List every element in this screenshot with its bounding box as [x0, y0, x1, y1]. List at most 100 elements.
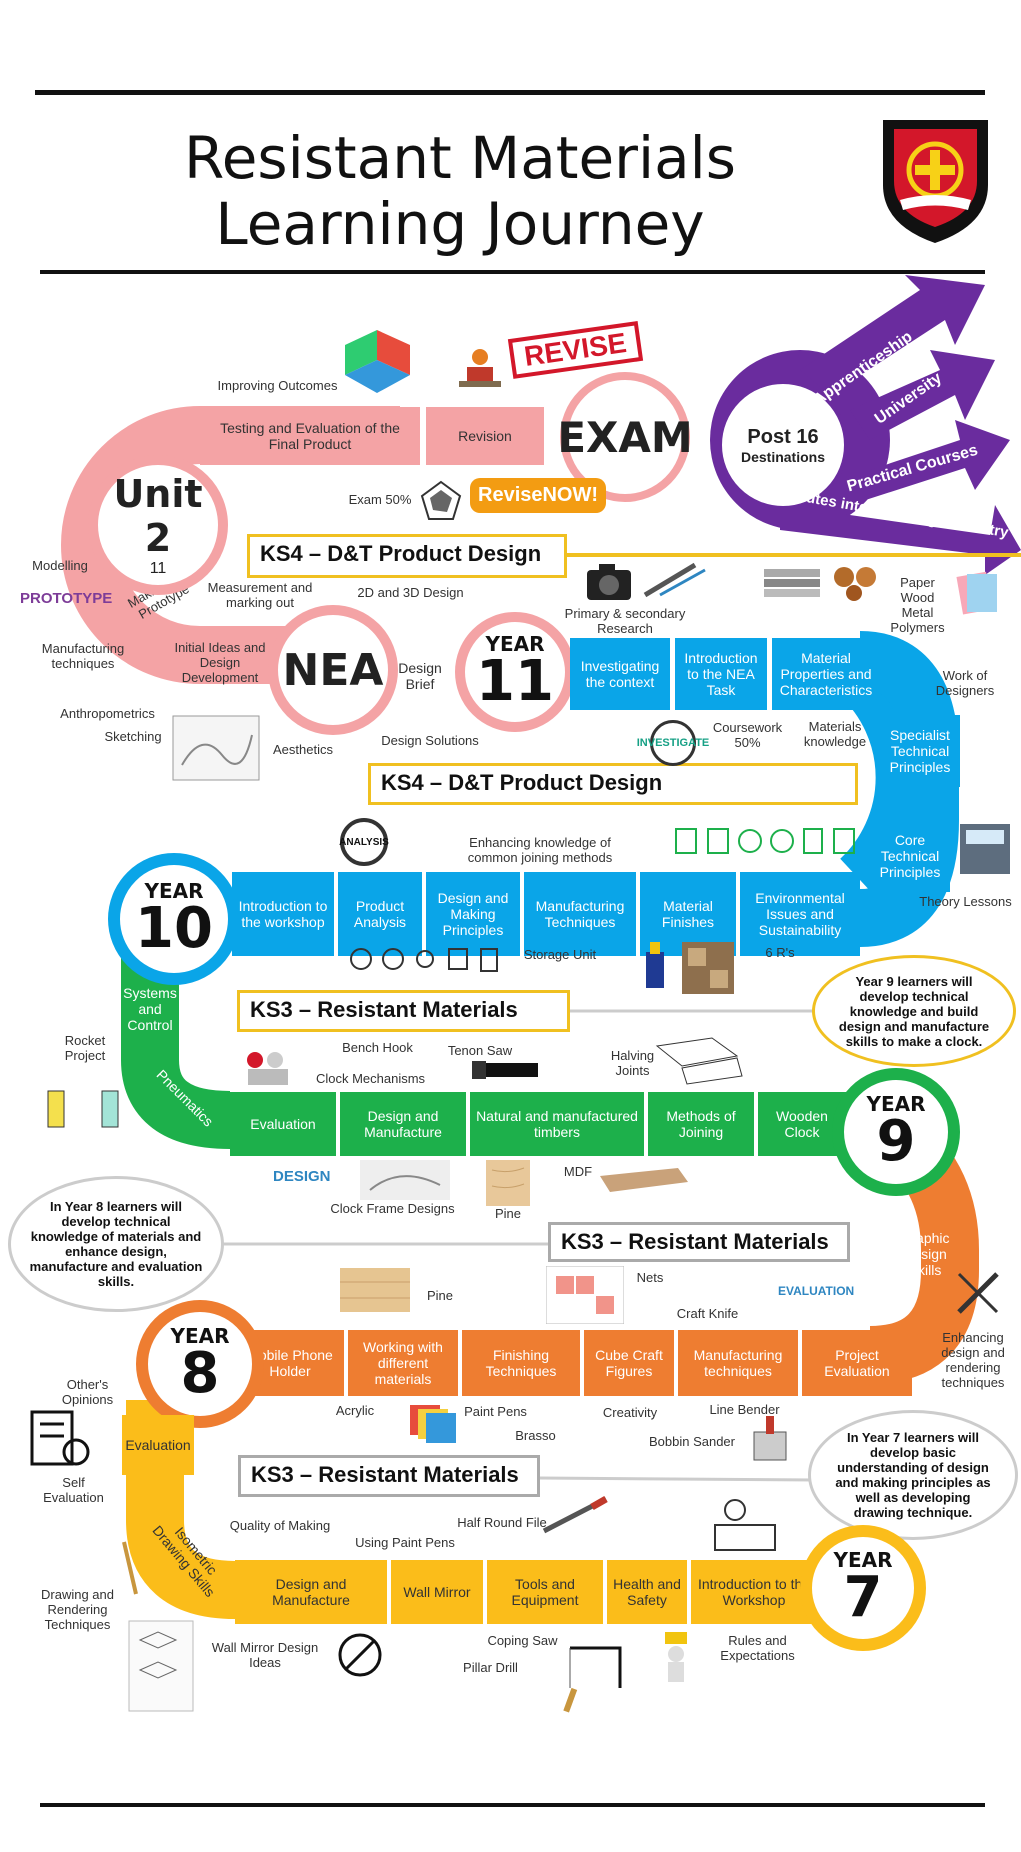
label-pine-y9: Pine [494, 1206, 522, 1221]
drawing-tools-icon [643, 562, 706, 598]
analysis-magnifier-icon: ANALYSIS [339, 818, 389, 866]
puzzle-icon [345, 330, 410, 393]
label-work-designers: Work of Designers [935, 668, 995, 698]
ks3-heading-year9: KS3 – Resistant Materials [237, 990, 570, 1032]
segment-intro-workshop-y10: Introduction to the workshop [232, 872, 334, 956]
year7-info-bubble: In Year 7 learners will develop basic un… [808, 1410, 1018, 1540]
segment-design-brief: Design Brief [398, 660, 442, 692]
ks3-heading-year8: KS3 – Resistant Materials [548, 1222, 850, 1262]
halving-joints-icon [655, 1037, 743, 1085]
nea-circle: NEA [268, 605, 398, 735]
school-crest-icon [883, 120, 988, 243]
year9-label: YEAR [866, 1092, 926, 1116]
segment-wall-mirror: Wall Mirror [391, 1560, 483, 1624]
year11-number: 11 [476, 649, 554, 714]
segment-graphic-design: Graphic Design Skills [900, 1230, 950, 1278]
year9-info-bubble: Year 9 learners will develop technical k… [812, 955, 1016, 1067]
label-paint-pens: Paint Pens [464, 1404, 527, 1419]
label-brasso: Brasso [515, 1428, 556, 1443]
label-bench-hook: Bench Hook [342, 1040, 413, 1055]
design-tools-icon [338, 1633, 382, 1677]
label-creativity: Creativity [602, 1405, 658, 1420]
rocket-bottles-icon [47, 1090, 119, 1128]
segment-specialist: Specialist Technical Principles [880, 715, 960, 787]
year11-circle: YEAR 11 [455, 612, 575, 732]
ks3-heading-year7: KS3 – Resistant Materials [238, 1455, 540, 1497]
post16-subtitle: Destinations [740, 448, 825, 465]
segment-design-manufacture-y9: Design and Manufacture [340, 1092, 466, 1156]
label-aesthetics: Aesthetics [273, 742, 333, 757]
label-quality: Quality of Making [229, 1518, 331, 1533]
year10-number: 10 [135, 896, 213, 961]
segment-investigating: Investigating the context [570, 638, 670, 710]
label-acrylic: Acrylic [335, 1403, 375, 1418]
sketching-hand-icon [360, 1160, 450, 1200]
segment-design-making: Design and Making Principles [426, 872, 520, 956]
ks4-heading-mid: KS4 – D&T Product Design [368, 763, 858, 805]
paper-stack-icon [956, 571, 997, 615]
label-clock-frame: Clock Frame Designs [330, 1201, 455, 1216]
segment-systems-control: Systems and Control [123, 985, 177, 1033]
segment-core: Core Technical Principles [870, 820, 950, 892]
storage-unit-icon [682, 942, 734, 994]
label-rocket: Rocket Project [64, 1033, 106, 1063]
student-studying-icon [459, 349, 501, 387]
label-coping: Coping Saw [487, 1633, 558, 1648]
mdf-board-icon [600, 1168, 688, 1192]
label-drawing-render: Drawing and Rendering Techniques [41, 1587, 114, 1632]
six-rs-icons [675, 828, 855, 854]
label-measurement: Measurement and marking out [207, 580, 313, 610]
label-design-solutions: Design Solutions [381, 733, 479, 748]
segment-methods-joining: Methods of Joining [648, 1092, 754, 1156]
title-line-1: Resistant Materials [184, 124, 736, 192]
label-mdf: MDF [563, 1164, 593, 1179]
bottom-rule [40, 1803, 985, 1807]
year7-circle: YEAR 7 [800, 1525, 926, 1651]
segment-timbers: Natural and manufactured timbers [470, 1092, 644, 1156]
pine-wood-icon [486, 1160, 530, 1206]
design-logo-icon: DESIGN [273, 1168, 331, 1185]
label-tenon-saw: Tenon Saw [447, 1043, 513, 1058]
segment-project-evaluation: Project Evaluation [802, 1330, 912, 1396]
segment-intro-nea: Introduction to the NEA Task [675, 638, 767, 710]
year8-info-bubble: In Year 8 learners will develop technica… [8, 1176, 224, 1312]
label-craft-knife: Craft Knife [676, 1306, 739, 1321]
label-halving: Halving Joints [610, 1048, 655, 1078]
evaluation-word-icon: EVALUATION [778, 1284, 855, 1298]
wood-logs-icon [834, 567, 876, 601]
label-theory: Theory Lessons [919, 894, 1012, 909]
acrylic-sheets-icon [410, 1405, 456, 1443]
label-primary-research: Primary & secondary Research [564, 606, 686, 636]
label-sketching: Sketching [104, 729, 162, 744]
label-pine-y8: Pine [426, 1288, 454, 1303]
label-self-eval: Self Evaluation [43, 1475, 104, 1505]
page-title: Resistant Materials Learning Journey [150, 125, 770, 257]
label-anthropometrics: Anthropometrics [60, 706, 155, 721]
pine-plank-icon [340, 1268, 410, 1312]
segment-intro-workshop-y7: Introduction to the Workshop [691, 1560, 817, 1624]
label-nets: Nets [636, 1270, 664, 1285]
segment-wooden-clock: Wooden Clock [758, 1092, 846, 1156]
clock-people-icon [247, 1052, 288, 1085]
year8-number: 8 [180, 1341, 220, 1406]
segment-environmental: Environmental Issues and Sustainability [740, 872, 860, 956]
label-materials-list: Paper Wood Metal Polymers [890, 575, 945, 635]
segment-working-materials: Working with different materials [348, 1330, 458, 1396]
metal-tubes-icon [764, 569, 820, 597]
segment-testing-evaluation: Testing and Evaluation of the Final Prod… [200, 407, 420, 465]
label-rules: Rules and Expectations [720, 1633, 795, 1663]
segment-revision: Revision [426, 407, 544, 465]
label-storage: Storage Unit [523, 947, 597, 962]
sketch-sheet-icon [172, 715, 260, 781]
segment-tools-equipment: Tools and Equipment [487, 1560, 603, 1624]
label-improving: Improving Outcomes [217, 378, 338, 393]
segment-initial-ideas: Initial Ideas and Design Development [174, 640, 266, 685]
segment-material-properties: Material Properties and Characteristics [772, 638, 880, 710]
year9-number: 9 [876, 1109, 916, 1174]
nea-label: NEA [282, 644, 384, 696]
segment-manufacturing-y8: Manufacturing techniques [678, 1330, 798, 1396]
checklist-icon [30, 1410, 90, 1466]
title-line-2: Learning Journey [215, 190, 705, 258]
top-rule [35, 90, 985, 95]
post16-circle: Post 16 Destinations [718, 380, 848, 510]
